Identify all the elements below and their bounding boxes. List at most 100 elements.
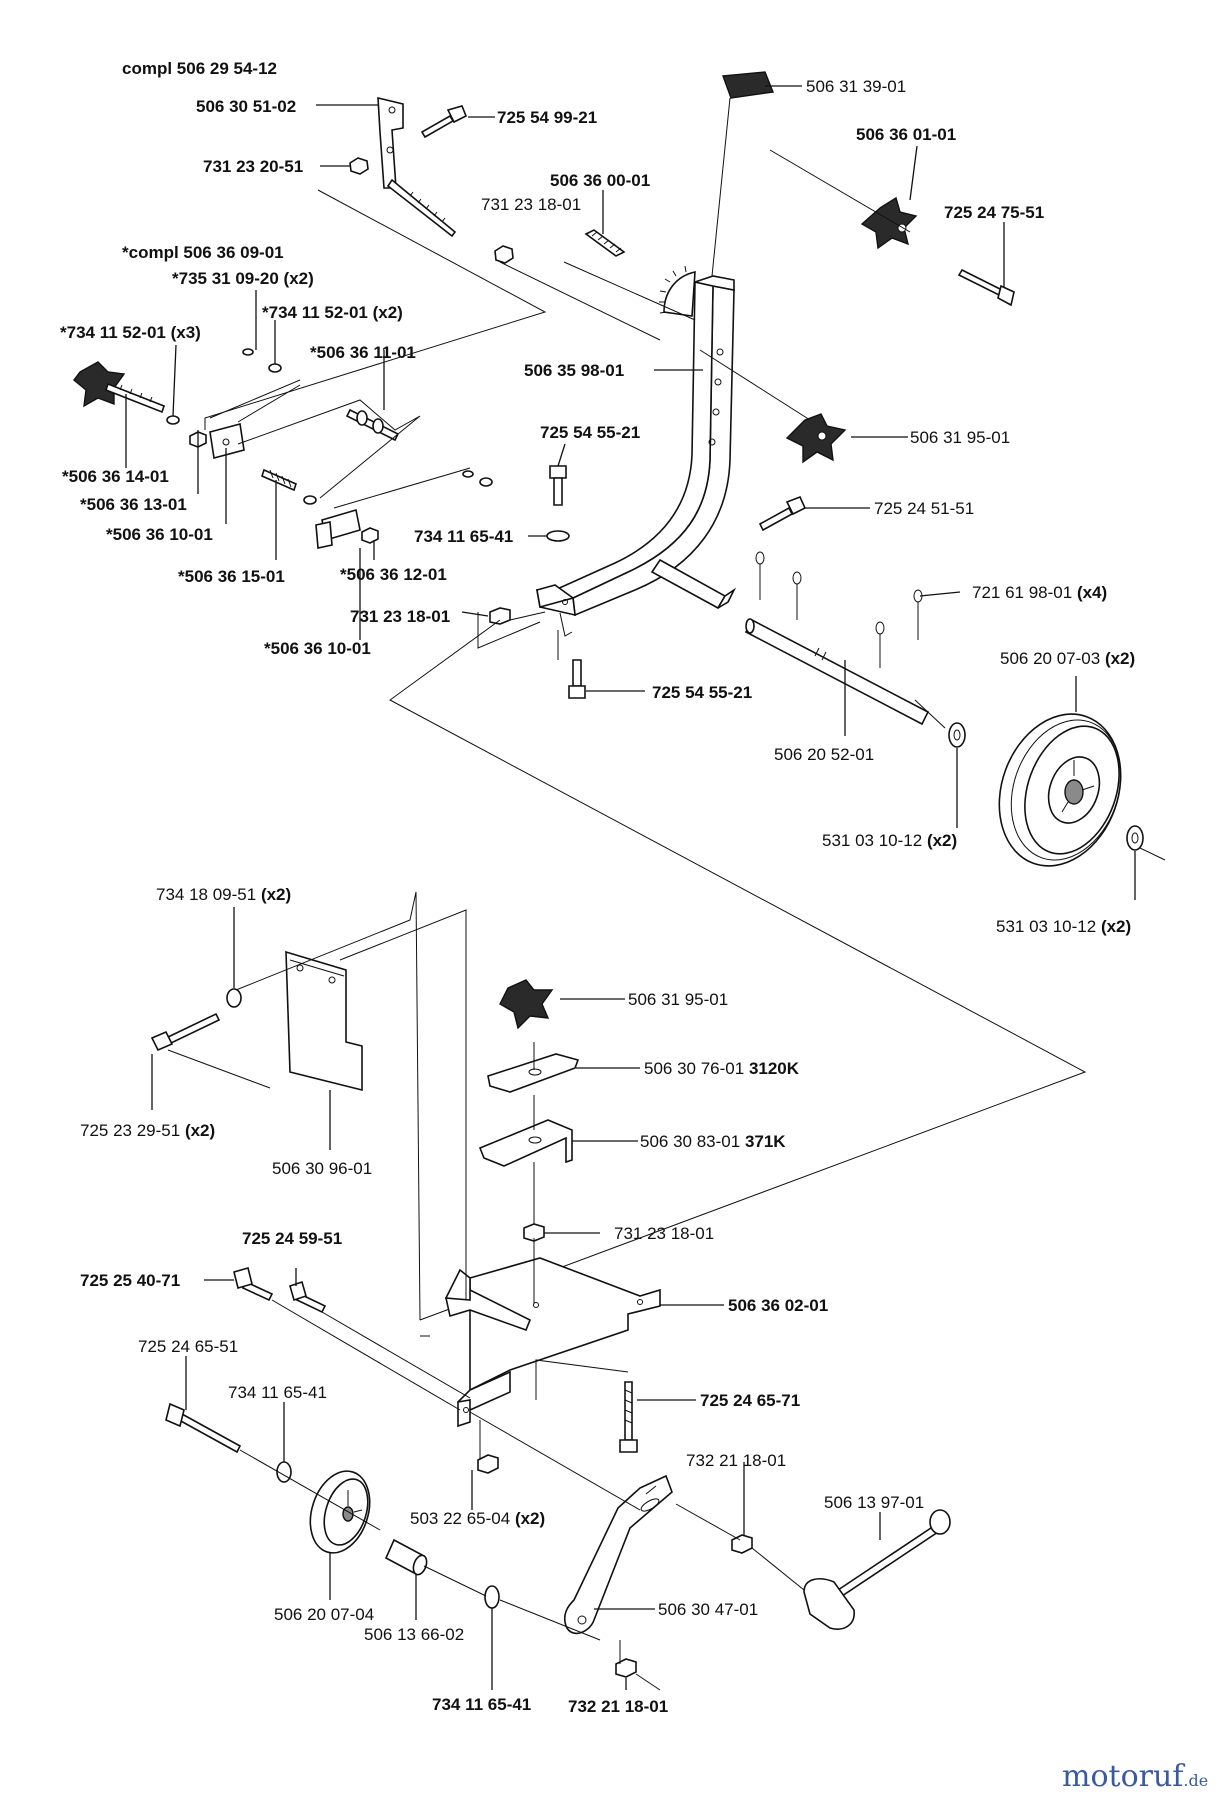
part-label: 506 30 83-01 371K <box>640 1132 786 1151</box>
washer-part <box>479 477 493 487</box>
part-label: 725 24 65-51 <box>138 1337 238 1356</box>
part-label: 732 21 18-01 <box>686 1451 786 1470</box>
part-label: 506 20 52-01 <box>774 745 874 764</box>
part-label: 725 24 59-51 <box>242 1229 342 1248</box>
part-quantity: (x2) <box>1101 917 1131 936</box>
part-quantity: (x2) <box>185 1121 215 1140</box>
washer-part <box>268 363 282 373</box>
part-label: *735 31 09-20 (x2) <box>172 269 314 288</box>
nut-part <box>489 607 511 625</box>
part-label: 506 13 97-01 <box>824 1493 924 1512</box>
part-label: 734 18 09-51 (x2) <box>156 885 291 904</box>
part-label: *734 11 52-01 (x3) <box>60 323 201 342</box>
part-variant: 371K <box>745 1132 786 1151</box>
part-label: 531 03 10-12 (x2) <box>822 831 957 850</box>
part-label: 734 11 65-41 <box>414 527 513 546</box>
part-quantity: (x2) <box>261 885 291 904</box>
bolt-part <box>619 1381 638 1453</box>
bolt-part <box>758 495 807 532</box>
watermark-tld: .de <box>1183 1771 1208 1790</box>
bolt-part <box>957 268 1015 307</box>
bolt-part <box>150 1012 221 1052</box>
washer-part <box>226 988 242 1008</box>
part-quantity: (x4) <box>1077 583 1107 602</box>
part-label: *506 36 10-01 <box>106 525 213 544</box>
lever-part <box>563 1474 673 1635</box>
washer-part <box>484 1585 500 1609</box>
part-label: 725 54 55-21 <box>652 683 752 702</box>
part-number: 506 20 07-03 <box>1000 649 1100 668</box>
axle-part <box>744 618 930 726</box>
handle-frame-part <box>536 265 737 637</box>
part-label: 725 54 99-21 <box>497 108 597 127</box>
part-label: 734 11 65-41 <box>432 1695 531 1714</box>
bolt-part <box>165 1402 242 1454</box>
part-label: *506 36 10-01 <box>264 639 371 658</box>
part-label: 725 24 65-71 <box>700 1391 800 1410</box>
clamp-plate-part <box>315 521 333 549</box>
part-number: 531 03 10-12 <box>822 831 922 850</box>
washer-part <box>242 348 254 356</box>
part-number: 531 03 10-12 <box>996 917 1096 936</box>
part-label: 725 24 75-51 <box>944 203 1044 222</box>
explode-lines <box>167 891 805 1691</box>
assembly-title: compl 506 29 54-12 <box>122 59 277 78</box>
wheel-part <box>998 713 1122 867</box>
part-labels: compl 506 29 54-12 506 30 51-02 725 54 9… <box>60 59 1135 1716</box>
washer-part <box>1126 825 1144 851</box>
part-quantity: (x2) <box>515 1509 545 1528</box>
part-number: 721 61 98-01 <box>972 583 1072 602</box>
base-bracket-part <box>444 1257 661 1428</box>
part-label: 506 30 47-01 <box>658 1600 758 1619</box>
bolt-part <box>568 659 586 699</box>
part-label: 725 24 51-51 <box>874 499 974 518</box>
leader-lines <box>125 85 1136 1690</box>
bolt-part <box>289 1280 327 1314</box>
part-label: 731 23 18-01 <box>481 195 581 214</box>
clamp-plate-part <box>487 1053 580 1093</box>
part-label: *506 36 11-01 <box>310 343 416 362</box>
pin-part <box>345 408 400 442</box>
spacer-part <box>384 1538 428 1576</box>
part-label: 531 03 10-12 (x2) <box>996 917 1131 936</box>
washer-part <box>303 495 317 505</box>
bolt-part <box>420 105 468 139</box>
explode-lines <box>204 97 1166 1321</box>
part-label: 506 30 96-01 <box>272 1159 372 1178</box>
bolt-part <box>233 1267 274 1302</box>
watermark-logo: motoruf.de <box>1062 1759 1208 1794</box>
part-quantity: (x2) <box>1105 649 1135 668</box>
watermark-name: motoruf <box>1062 1759 1185 1794</box>
part-label: 506 36 01-01 <box>856 125 956 144</box>
part-label: 506 36 00-01 <box>550 171 650 190</box>
knob-part <box>860 196 918 250</box>
handle-lever-part <box>803 1509 951 1630</box>
nut-part <box>494 245 514 264</box>
part-label: 506 35 98-01 <box>524 361 624 380</box>
part-number: 506 30 76-01 <box>644 1059 744 1078</box>
spring-part <box>584 229 626 257</box>
part-label: 731 23 18-01 <box>350 607 450 626</box>
part-label: 721 61 98-01 (x4) <box>972 583 1107 602</box>
part-label: 506 30 51-02 <box>196 97 296 116</box>
washer-part <box>166 415 180 425</box>
part-label: 731 23 20-51 <box>203 157 303 176</box>
part-label: 506 30 76-01 3120K <box>644 1059 800 1078</box>
bracket-part <box>377 96 457 238</box>
wheel-part <box>309 1470 371 1554</box>
plate-part <box>285 950 363 1092</box>
part-number: 725 23 29-51 <box>80 1121 180 1140</box>
part-label: 725 23 29-51 (x2) <box>80 1121 215 1140</box>
part-label: 506 13 66-02 <box>364 1625 464 1644</box>
nut-part <box>361 527 379 544</box>
end-cap-part <box>722 71 774 99</box>
washer-part <box>462 470 474 478</box>
bolt-part <box>549 465 567 506</box>
part-label: 506 36 02-01 <box>728 1296 828 1315</box>
part-label: *506 36 14-01 <box>62 467 169 486</box>
knob-part <box>499 979 554 1030</box>
part-number: 503 22 65-04 <box>410 1509 510 1528</box>
nut-part <box>477 1454 499 1474</box>
spring-part <box>261 468 297 492</box>
part-label: 506 31 95-01 <box>628 990 728 1009</box>
